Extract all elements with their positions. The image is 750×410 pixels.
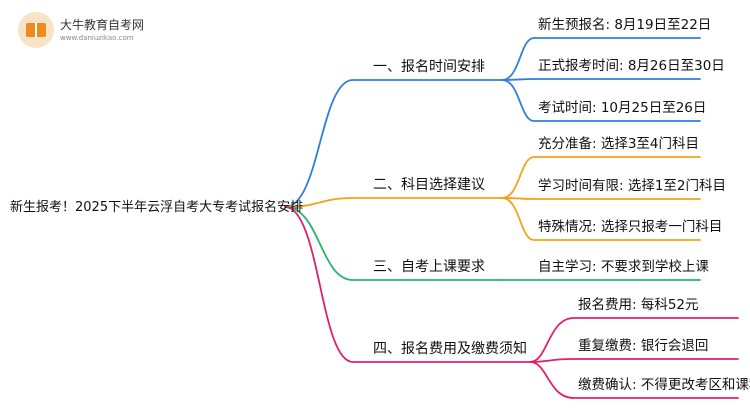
leaf-duplicate-payment: 重复缴费: 银行会退回 — [578, 338, 709, 354]
leaf-formal-registration: 正式报考时间: 8月26日至30日 — [538, 58, 725, 74]
leaf-payment-confirmation: 缴费确认: 不得更改考区和课程 — [578, 377, 750, 393]
connector-leaf-0-2 — [501, 79, 701, 122]
connector-leaf-3-1 — [529, 358, 739, 363]
book-icon — [26, 23, 46, 37]
leaf-special-case: 特殊情况: 选择只报考一门科目 — [538, 219, 723, 235]
connector-leaf-0-1 — [501, 78, 701, 81]
leaf-fee-amount: 报名费用: 每科52元 — [578, 297, 699, 313]
logo-name: 大牛教育自考网 — [60, 18, 145, 32]
leaf-exam-time: 考试时间: 10月25日至26日 — [538, 100, 707, 116]
leaf-limited-time: 学习时间有限: 选择1至2门科目 — [538, 178, 727, 194]
root-topic: 新生报考！2025下半年云浮自考大专考试报名安排 — [10, 200, 304, 215]
connector-leaf-3-0 — [529, 317, 739, 363]
branch-fees: 四、报名费用及缴费须知 — [373, 341, 527, 357]
connector-leaf-1-0 — [501, 156, 701, 199]
connector-branch-2 — [284, 206, 503, 281]
connector-leaf-1-2 — [501, 197, 701, 241]
branch-registration-schedule: 一、报名时间安排 — [373, 59, 485, 75]
leaf-full-preparation: 充分准备: 选择3至4门科目 — [538, 136, 700, 152]
leaf-pre-registration: 新生预报名: 8月19日至22日 — [538, 17, 712, 33]
connector-leaf-3-2 — [529, 361, 739, 399]
connector-branch-3 — [284, 206, 531, 363]
connector-branch-0 — [284, 79, 503, 208]
connector-branch-1 — [284, 197, 503, 208]
connector-leaf-0-0 — [501, 37, 701, 81]
logo-url: www.daniuzikao.com — [60, 34, 134, 42]
connector-leaf-1-1 — [501, 197, 701, 200]
branch-subject-selection: 二、科目选择建议 — [373, 177, 485, 193]
branch-class-requirement: 三、自考上课要求 — [373, 259, 485, 275]
site-logo[interactable]: 大牛教育自考网 www.daniuzikao.com — [12, 10, 202, 52]
leaf-self-study: 自主学习: 不要求到学校上课 — [538, 259, 709, 275]
